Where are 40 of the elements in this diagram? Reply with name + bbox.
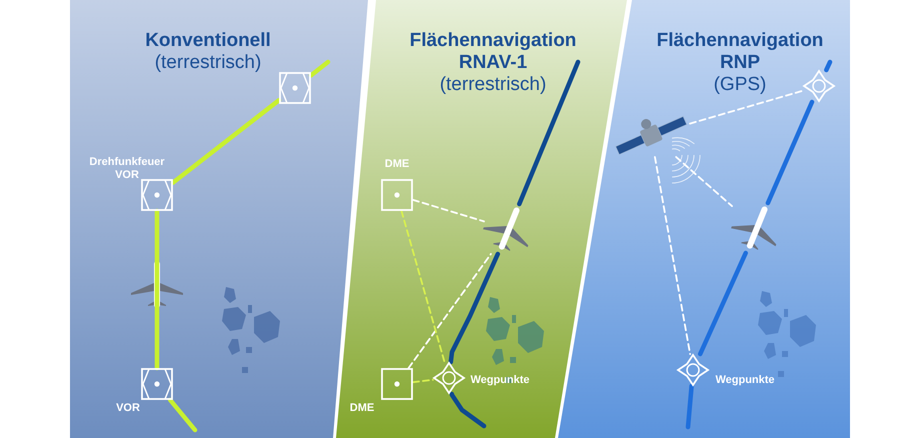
waypoint-symbol [803, 70, 835, 102]
vor-station-symbol [141, 368, 173, 400]
flight-route-line [450, 392, 486, 428]
panel-subtitle: (terrestrisch) [438, 74, 548, 96]
station-label: DME [348, 402, 376, 415]
station-label: DME [384, 158, 410, 171]
dme-station-box [381, 179, 413, 211]
flight-route-line [686, 384, 694, 430]
waypoint-label: Wegpunkte [714, 374, 776, 387]
flight-route-line [308, 60, 330, 78]
flight-route-line [168, 398, 198, 432]
dme-station-box [381, 368, 413, 400]
dashed-bearing-line [408, 253, 492, 369]
dashed-bearing-line [689, 90, 804, 124]
navigation-panel [336, 0, 627, 438]
flight-route-line [698, 250, 748, 356]
panel-subtitle: (GPS) [712, 74, 768, 96]
panel-subtitle: (terrestrisch) [154, 52, 262, 74]
dashed-bearing-line [412, 378, 434, 384]
waypoint-label: Wegpunkte [469, 374, 531, 387]
flight-route-line [517, 60, 580, 206]
dashed-bearing-line [675, 156, 733, 207]
station-label: Drehfunkfeuer VOR [88, 156, 166, 182]
panel-title: Konventionell [144, 30, 272, 52]
waypoint-symbol [677, 354, 709, 386]
flight-route-line [766, 100, 814, 206]
satellite-icon [612, 113, 690, 157]
flight-route-line [448, 252, 500, 364]
flight-route-line [170, 98, 282, 185]
vor-station-symbol [279, 72, 311, 104]
dashed-bearing-line [412, 199, 485, 222]
station-label: VOR [115, 402, 141, 415]
panel-title: Flächennavigation RNP [656, 30, 824, 74]
panel-title: Flächennavigation RNAV-1 [408, 30, 578, 74]
dashed-bearing-line [654, 156, 691, 355]
flight-route-line [154, 208, 160, 370]
flight-route-line [824, 60, 832, 72]
dashed-bearing-line [400, 210, 446, 363]
vor-station-symbol [141, 179, 173, 211]
waypoint-symbol [433, 362, 465, 394]
